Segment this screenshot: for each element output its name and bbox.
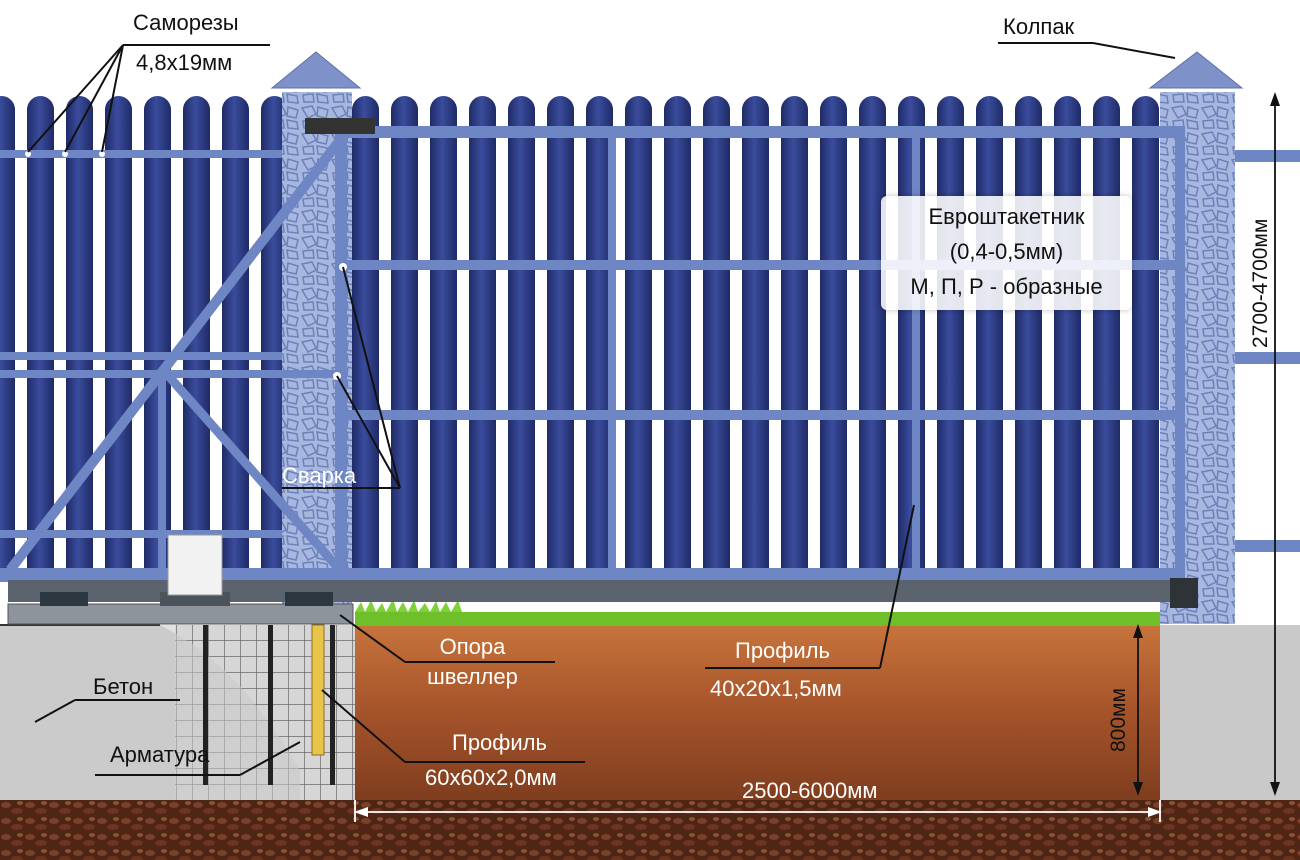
support-label-1: Опора <box>439 634 506 659</box>
weld-label: Сварка <box>282 463 357 488</box>
gate-picket <box>430 96 457 576</box>
support-channel <box>7 603 354 625</box>
left-fence-picket <box>105 96 132 571</box>
left-fence-picket <box>144 96 171 571</box>
left-fence-picket <box>27 96 54 571</box>
right-pillar <box>1160 92 1235 624</box>
grass-strip <box>355 612 1160 626</box>
sliding-gate <box>0 96 1198 625</box>
concrete-label: Бетон <box>93 674 154 699</box>
height-dimension-label: 2700-4700мм <box>1249 218 1272 348</box>
gate-picket <box>625 96 652 576</box>
gate-picket <box>1093 96 1120 576</box>
gate-picket <box>547 96 574 576</box>
soil-layer <box>355 622 1160 802</box>
gate-picket <box>703 96 730 576</box>
gate-picket <box>742 96 769 576</box>
rebar-label: Арматура <box>110 742 210 767</box>
gravel-layer <box>0 800 1300 860</box>
picket-callout: Евроштакетник (0,4-0,5мм) М, П, Р - обра… <box>881 196 1132 310</box>
pillar-foundation-right <box>1160 625 1300 800</box>
depth-dimension-label: 800мм <box>1107 688 1130 752</box>
gate-picket <box>1132 96 1159 576</box>
gate-picket <box>898 96 925 576</box>
picket-thickness-label: (0,4-0,5мм) <box>949 239 1064 264</box>
screws-title-label: Саморезы <box>133 10 239 35</box>
gate-picket <box>508 96 535 576</box>
right-fence-section <box>1235 150 1300 552</box>
picket-title-label: Евроштакетник <box>928 204 1085 229</box>
ground <box>0 599 1300 860</box>
gate-picket <box>586 96 613 576</box>
gate-picket <box>664 96 691 576</box>
support-label-2: швеллер <box>427 664 518 689</box>
gate-motor <box>167 534 223 596</box>
width-dimension-label: 2500-6000мм <box>742 778 878 803</box>
gate-picket <box>469 96 496 576</box>
profile-small-title-label: Профиль <box>735 638 830 663</box>
gate-picket <box>1015 96 1042 576</box>
gate-picket <box>820 96 847 576</box>
left-fence-picket <box>222 96 249 571</box>
gate-frame <box>0 126 1185 582</box>
left-fence-section <box>0 96 288 571</box>
callout-lines <box>27 42 1176 776</box>
gate-picket <box>352 96 379 576</box>
left-pillar-cap <box>270 51 362 89</box>
brick-pillars <box>270 51 1244 624</box>
gate-picket <box>1054 96 1081 576</box>
gate-picket <box>781 96 808 576</box>
gate-picket <box>391 96 418 576</box>
cap-label: Колпак <box>1003 14 1075 39</box>
dimension-lines <box>354 92 1280 822</box>
foundation-profile-pipe <box>311 624 325 756</box>
left-fence-picket <box>66 96 93 571</box>
picket-shapes-label: М, П, Р - образные <box>910 274 1103 299</box>
gate-picket <box>937 96 964 576</box>
profile-big-size-label: 60х60х2,0мм <box>425 765 557 790</box>
profile-small-size-label: 40х20х1,5мм <box>710 676 842 701</box>
gate-picket <box>859 96 886 576</box>
left-fence-picket <box>0 96 15 570</box>
gate-picket <box>976 96 1003 576</box>
screws-size-label: 4,8х19мм <box>136 50 233 75</box>
right-pillar-cap <box>1148 51 1244 89</box>
profile-big-title-label: Профиль <box>452 730 547 755</box>
